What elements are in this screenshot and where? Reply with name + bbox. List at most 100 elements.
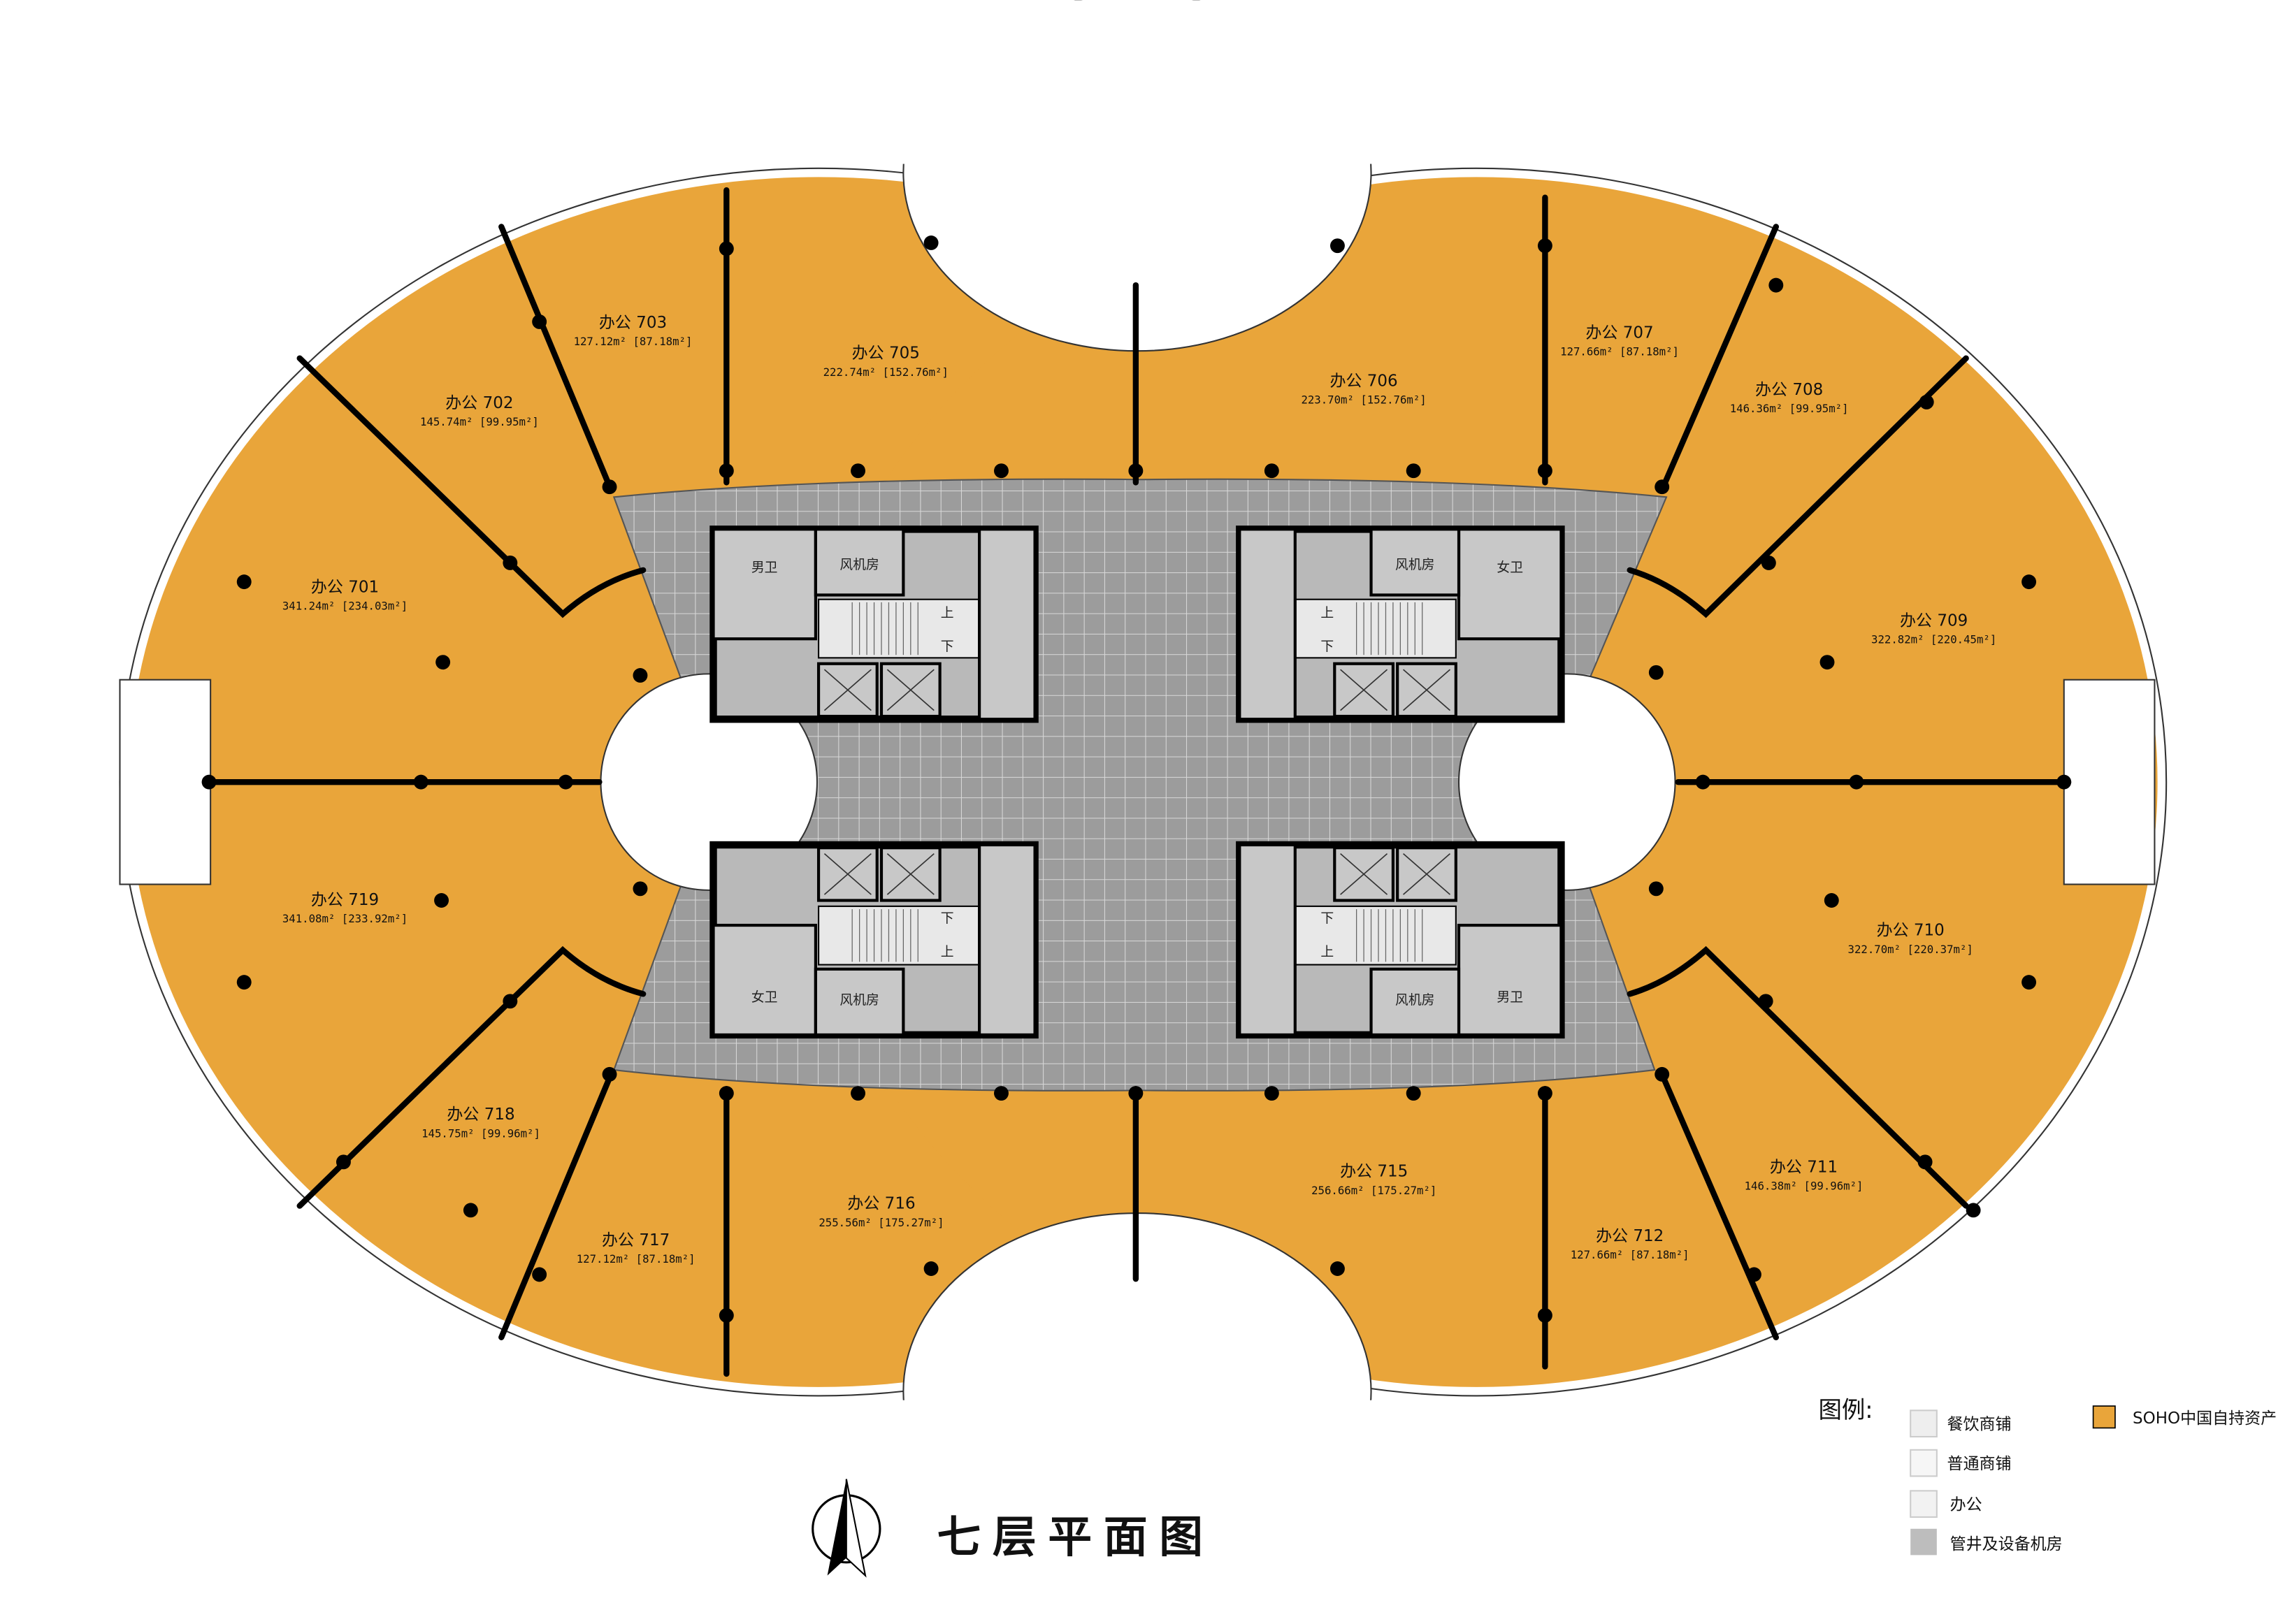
column — [1406, 1086, 1421, 1101]
legend-swatch-shop — [1910, 1449, 1938, 1477]
column — [1264, 463, 1279, 479]
column — [851, 1086, 865, 1101]
column — [994, 463, 1009, 479]
unit-area: 322.70m² [220.37m²] — [1848, 943, 1973, 956]
unit-area: 256.66m² [175.27m²] — [1311, 1184, 1436, 1197]
column — [994, 1086, 1009, 1101]
unit-area: 223.70m² [152.76m²] — [1301, 393, 1426, 407]
column — [434, 893, 449, 908]
unit-name: 办公 705 — [852, 345, 920, 363]
unit-name: 办公 708 — [1755, 381, 1823, 399]
office-unit: 办公 706 223.70m² [152.76m²] — [1301, 372, 1426, 406]
floor-title: 七层平面图 — [937, 1511, 1214, 1563]
stair-down-label: 下 — [941, 639, 954, 654]
column — [435, 655, 451, 670]
service-core — [1236, 525, 1565, 723]
column — [1406, 463, 1421, 479]
column — [923, 235, 939, 250]
column — [201, 774, 217, 790]
unit-area: 146.38m² [99.96m²] — [1745, 1180, 1864, 1193]
washroom — [712, 528, 817, 641]
column — [1537, 1086, 1552, 1101]
unit-area: 145.75m² [99.96m²] — [421, 1126, 540, 1140]
column — [1537, 463, 1552, 479]
column — [1655, 479, 1670, 495]
column — [633, 668, 648, 683]
column — [1128, 1086, 1144, 1101]
column — [1819, 655, 1835, 670]
stair-down-label: 下 — [941, 911, 954, 926]
legend-swatch-soho — [2092, 1405, 2116, 1429]
washroom — [1457, 528, 1563, 641]
column — [1128, 463, 1144, 479]
column — [1264, 1086, 1279, 1101]
column — [1824, 893, 1839, 908]
unit-area: 127.12m² [87.18m²] — [574, 335, 693, 348]
column — [1655, 1066, 1670, 1082]
office-unit: 办公 718 145.75m² [99.96m²] — [421, 1105, 540, 1140]
unit-area: 255.56m² [175.27m²] — [819, 1216, 944, 1229]
staircase — [1294, 905, 1457, 966]
column — [1761, 555, 1776, 570]
stair-up-label: 上 — [941, 605, 954, 621]
legend-label-soho: SOHO中国自持资产 — [2133, 1409, 2277, 1428]
unit-name: 办公 711 — [1770, 1158, 1838, 1176]
fan-room-label: 风机房 — [1395, 992, 1434, 1008]
stair-up-label: 上 — [941, 944, 954, 959]
unit-area: 341.08m² [233.92m²] — [282, 912, 408, 925]
column — [1917, 1154, 1933, 1170]
service-core — [709, 841, 1039, 1039]
legend-swatch-office — [1910, 1490, 1938, 1518]
column — [1329, 238, 1345, 254]
legend-title: 图例: — [1818, 1396, 1873, 1423]
office-unit: 办公 711 146.38m² [99.96m²] — [1745, 1158, 1864, 1192]
stair-down-label: 下 — [1320, 911, 1334, 926]
unit-name: 办公 712 — [1596, 1227, 1664, 1245]
column — [1746, 1267, 1761, 1282]
service-core — [1236, 841, 1565, 1039]
unit-area: 127.12m² [87.18m²] — [577, 1252, 695, 1266]
column — [336, 1154, 351, 1170]
column — [503, 994, 518, 1009]
unit-name: 办公 718 — [447, 1105, 514, 1124]
fan-room — [814, 967, 905, 1036]
legend-label-dining: 餐饮商铺 — [1947, 1416, 2011, 1434]
column — [503, 555, 518, 570]
column — [2021, 975, 2037, 990]
column — [719, 463, 734, 479]
legend-label-office: 办公 — [1950, 1496, 1982, 1514]
stair-down-label: 下 — [1320, 639, 1334, 654]
stair-up-label: 上 — [1320, 944, 1334, 959]
unit-name: 办公 701 — [311, 578, 379, 596]
legend-swatch-mechanical — [1910, 1528, 1937, 1556]
office-unit: 办公 703 127.12m² [87.18m²] — [574, 314, 693, 348]
column — [719, 1086, 734, 1101]
unit-name: 办公 706 — [1329, 372, 1397, 390]
column — [719, 1307, 734, 1323]
washroom — [712, 923, 817, 1036]
column — [1849, 774, 1864, 790]
column — [413, 774, 428, 790]
column — [558, 774, 573, 790]
staircase — [1294, 598, 1457, 659]
column — [1695, 774, 1710, 790]
column — [1537, 1307, 1552, 1323]
washroom — [1457, 923, 1563, 1036]
unit-name: 办公 719 — [311, 891, 379, 909]
column — [1537, 238, 1552, 254]
staircase — [818, 598, 981, 659]
unit-name: 办公 703 — [599, 314, 667, 332]
legend-label-shop: 普通商铺 — [1947, 1455, 2011, 1473]
column — [532, 1267, 547, 1282]
